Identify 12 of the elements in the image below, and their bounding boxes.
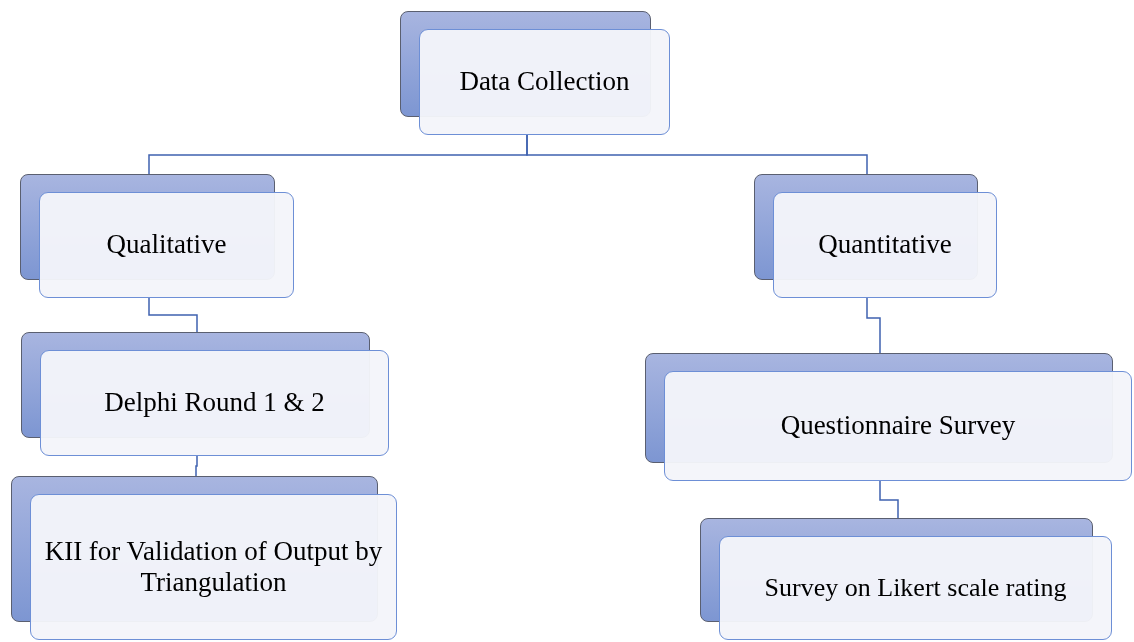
connector-line bbox=[526, 134, 868, 175]
box-label: KII for Validation of Output by Triangulation bbox=[43, 535, 384, 599]
connector-line bbox=[148, 297, 198, 333]
connector-line bbox=[866, 297, 881, 354]
box-label: Data Collection bbox=[459, 66, 630, 98]
box-label: Survey on Likert scale rating bbox=[764, 573, 1067, 603]
connector-line bbox=[879, 480, 899, 519]
box-label: Qualitative bbox=[106, 229, 227, 261]
box-label: Questionnaire Survey bbox=[780, 410, 1016, 442]
box-label: Delphi Round 1 & 2 bbox=[104, 387, 325, 419]
box-label: Quantitative bbox=[818, 229, 952, 261]
connector-line bbox=[195, 455, 198, 477]
